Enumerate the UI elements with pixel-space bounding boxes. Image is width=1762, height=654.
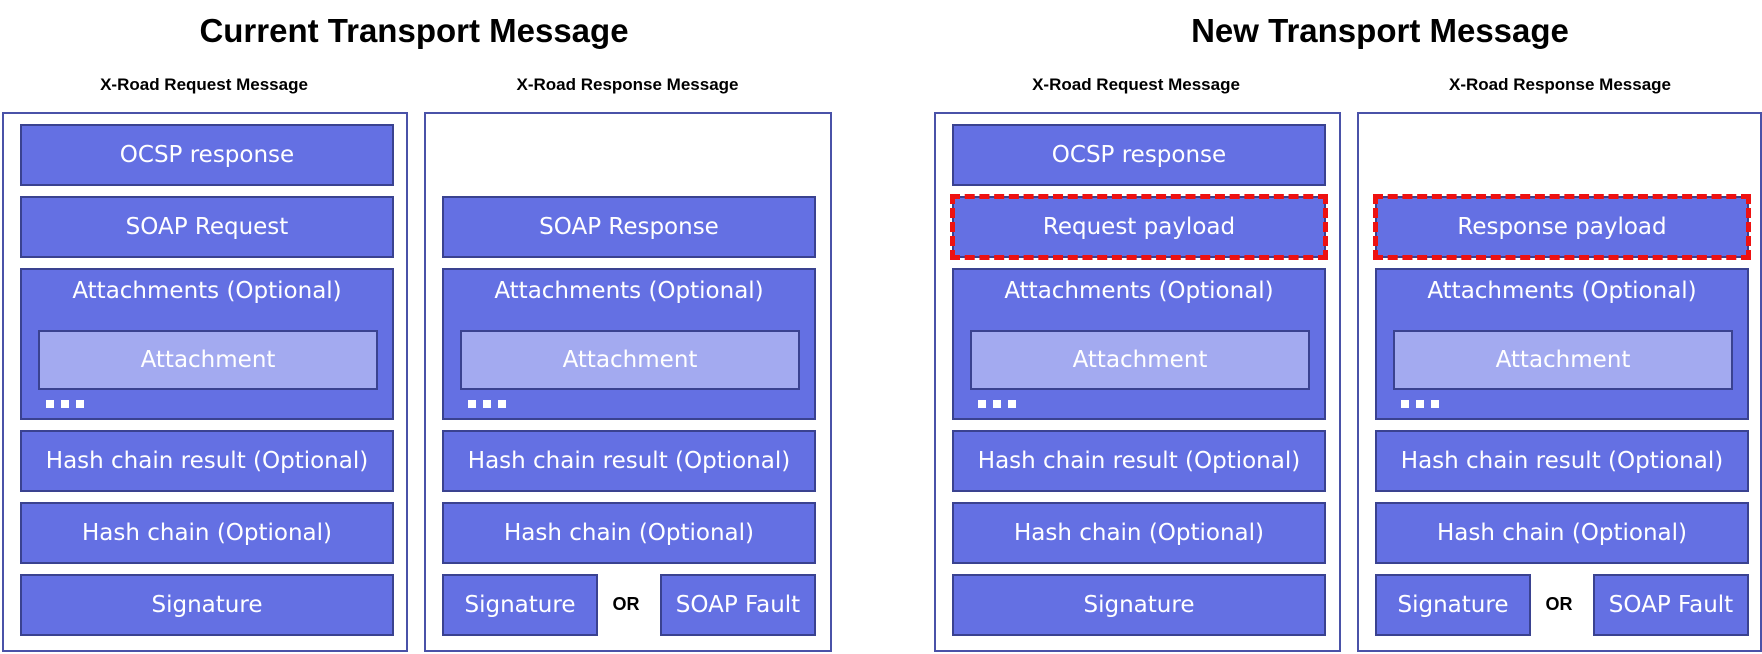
hash-chain-result-label: Hash chain result (Optional) (467, 448, 791, 474)
new-request-panel: OCSP response Request payload Attachment… (934, 112, 1341, 652)
attachments-block: Attachments (Optional) Attachment (442, 268, 816, 420)
attachment-block: Attachment (460, 330, 800, 390)
soap-fault-block: SOAP Fault (660, 574, 816, 636)
attachment-label: Attachment (1495, 347, 1631, 373)
ellipsis-icon (978, 400, 1016, 408)
soap-request-block: SOAP Request (20, 196, 394, 258)
section-title-current: Current Transport Message (199, 12, 629, 49)
hash-chain-block: Hash chain (Optional) (20, 502, 394, 564)
soap-response-block: SOAP Response (442, 196, 816, 258)
signature-label: Signature (1083, 592, 1195, 618)
attachments-block: Attachments (Optional) Attachment (1375, 268, 1749, 420)
attachments-label: Attachments (Optional) (72, 278, 342, 304)
hash-chain-label: Hash chain (Optional) (81, 520, 333, 546)
signature-block: Signature (952, 574, 1326, 636)
ocsp-response-block: OCSP response (20, 124, 394, 186)
section-title-new: New Transport Message (1191, 12, 1569, 49)
soap-fault-block: SOAP Fault (1593, 574, 1749, 636)
new-request-title: X-Road Request Message (1032, 75, 1240, 94)
current-request-title: X-Road Request Message (100, 75, 308, 94)
attachments-block: Attachments (Optional) Attachment (952, 268, 1326, 420)
attachment-block: Attachment (970, 330, 1310, 390)
signature-label: Signature (151, 592, 263, 618)
response-payload-label: Response payload (1457, 214, 1667, 240)
response-payload-block: Response payload (1373, 194, 1751, 260)
hash-chain-result-block: Hash chain result (Optional) (1375, 430, 1749, 492)
attachments-label: Attachments (Optional) (494, 278, 764, 304)
soap-response-label: SOAP Response (539, 214, 719, 240)
hash-chain-result-label: Hash chain result (Optional) (45, 448, 369, 474)
ellipsis-icon (468, 400, 506, 408)
soap-fault-label: SOAP Fault (1608, 592, 1734, 618)
attachment-label: Attachment (562, 347, 698, 373)
ocsp-response-label: OCSP response (1051, 142, 1227, 168)
hash-chain-result-block: Hash chain result (Optional) (20, 430, 394, 492)
hash-chain-label: Hash chain (Optional) (1436, 520, 1688, 546)
attachment-block: Attachment (38, 330, 378, 390)
or-label: OR (612, 594, 640, 614)
attachment-label: Attachment (1072, 347, 1208, 373)
request-payload-label: Request payload (1042, 214, 1236, 240)
attachments-label: Attachments (Optional) (1004, 278, 1274, 304)
ellipsis-icon (1401, 400, 1439, 408)
hash-chain-block: Hash chain (Optional) (1375, 502, 1749, 564)
attachment-block: Attachment (1393, 330, 1733, 390)
signature-block: Signature (20, 574, 394, 636)
hash-chain-block: Hash chain (Optional) (442, 502, 816, 564)
ellipsis-icon (46, 400, 84, 408)
ocsp-response-block: OCSP response (952, 124, 1326, 186)
soap-request-label: SOAP Request (125, 214, 289, 240)
new-response-title: X-Road Response Message (1448, 75, 1671, 94)
new-response-panel: Response payload Attachments (Optional) … (1357, 112, 1762, 652)
hash-chain-result-block: Hash chain result (Optional) (952, 430, 1326, 492)
request-payload-block: Request payload (950, 194, 1328, 260)
attachment-label: Attachment (140, 347, 276, 373)
attachments-block: Attachments (Optional) Attachment (20, 268, 394, 420)
hash-chain-result-label: Hash chain result (Optional) (1400, 448, 1724, 474)
signature-block: Signature (1375, 574, 1531, 636)
or-label: OR (1545, 594, 1573, 614)
current-response-panel: SOAP Response Attachments (Optional) Att… (424, 112, 832, 652)
hash-chain-label: Hash chain (Optional) (503, 520, 755, 546)
signature-label: Signature (464, 592, 576, 618)
hash-chain-block: Hash chain (Optional) (952, 502, 1326, 564)
hash-chain-label: Hash chain (Optional) (1013, 520, 1265, 546)
signature-block: Signature (442, 574, 598, 636)
hash-chain-result-block: Hash chain result (Optional) (442, 430, 816, 492)
current-request-panel: OCSP response SOAP Request Attachments (… (2, 112, 408, 652)
attachments-label: Attachments (Optional) (1427, 278, 1697, 304)
current-response-title: X-Road Response Message (516, 75, 739, 94)
signature-label: Signature (1397, 592, 1509, 618)
ocsp-response-label: OCSP response (119, 142, 295, 168)
soap-fault-label: SOAP Fault (675, 592, 801, 618)
hash-chain-result-label: Hash chain result (Optional) (977, 448, 1301, 474)
